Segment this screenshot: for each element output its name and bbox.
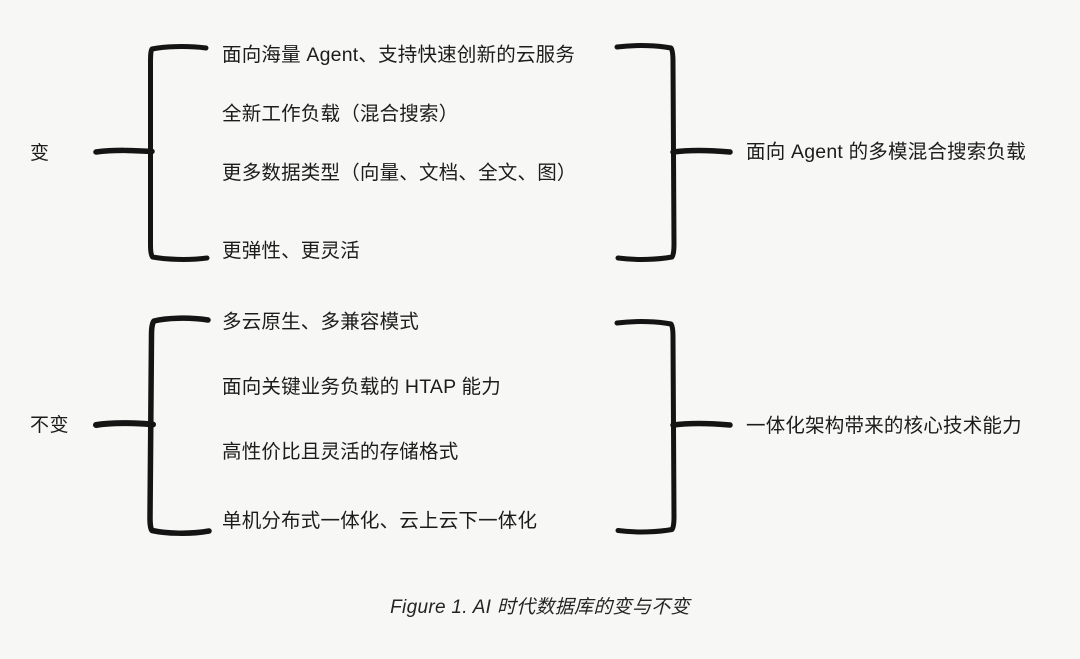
connector-changing-left — [93, 147, 155, 155]
connector-unchanging-right — [670, 420, 733, 428]
right-brace-unchanging — [614, 319, 677, 535]
group-label-unchanging: 不变 — [30, 415, 70, 436]
figure-caption: Figure 1. AI 时代数据库的变与不变 — [390, 597, 690, 618]
summary-unchanging: 一体化架构带来的核心技术能力 — [746, 415, 1022, 437]
item-unchanging-3: 单机分布式一体化、云上云下一体化 — [222, 510, 538, 532]
connector-changing-right — [670, 147, 733, 155]
item-changing-2: 更多数据类型（向量、文档、全文、图） — [222, 162, 577, 184]
item-changing-1: 全新工作负载（混合搜索） — [222, 103, 459, 125]
group-label-changing: 变 — [30, 143, 50, 164]
item-unchanging-0: 多云原生、多兼容模式 — [222, 311, 420, 333]
left-brace-unchanging — [147, 315, 212, 536]
item-unchanging-2: 高性价比且灵活的存储格式 — [222, 441, 459, 463]
connector-unchanging-left — [93, 420, 156, 428]
left-brace-changing — [148, 44, 210, 262]
right-brace-changing — [614, 43, 677, 262]
item-unchanging-1: 面向关键业务负载的 HTAP 能力 — [222, 376, 501, 398]
item-changing-0: 面向海量 Agent、支持快速创新的云服务 — [222, 44, 576, 66]
summary-changing: 面向 Agent 的多模混合搜索负载 — [746, 141, 1026, 163]
item-changing-3: 更弹性、更灵活 — [222, 240, 360, 262]
